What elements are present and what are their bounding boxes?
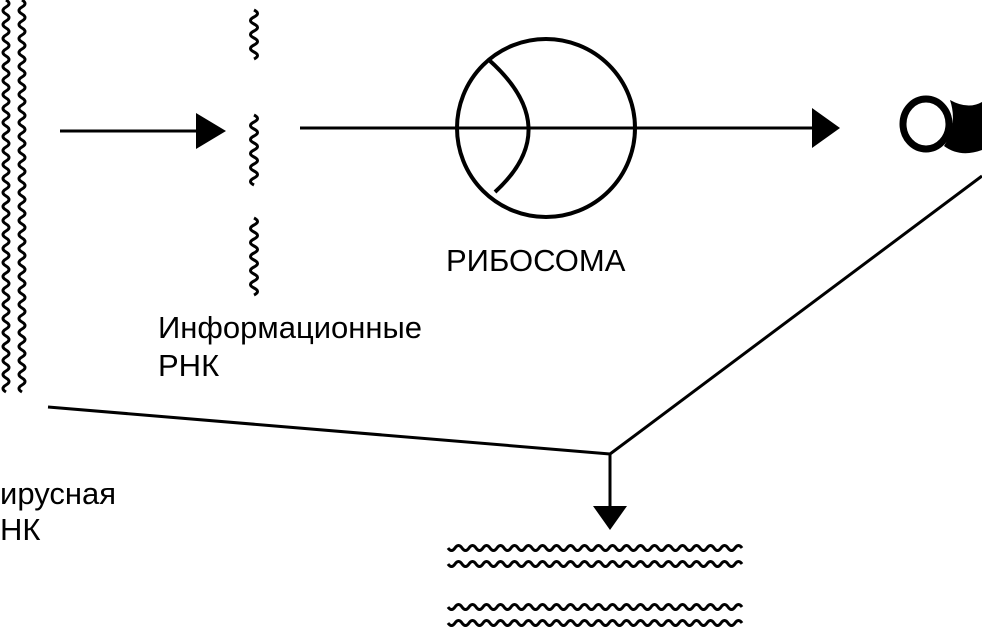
line-from-viral-rna [47,405,611,456]
mrna-segment-middle [249,113,259,187]
mrna-label-line1: Информационные [158,310,422,345]
arrow-viral-to-mrna [60,113,226,149]
viral-rna-label-line2: НК [0,512,40,547]
viral-rna-strands [1,0,27,394]
new-rna-strand-4 [446,619,744,627]
new-rna-strand-3 [446,603,744,611]
ribosome-outer-circle [455,37,637,219]
assembly-lines [47,174,982,530]
ribosome-label: РИБОСОМА [446,243,626,278]
arrow-through-ribosome [300,108,840,148]
ribosome-inner-arc [487,58,531,194]
new-rna-strand-2 [446,560,744,568]
protein-ring [899,95,953,153]
mrna-segment-bottom [249,216,259,297]
viral-rna-strand-right [17,0,27,394]
mrna-segment-top [249,8,259,61]
viral-rna-strand-left [1,0,11,394]
line-from-protein [609,174,982,456]
protein-subunits [899,95,982,154]
arrow-head-down [593,506,627,530]
new-rna-strand-1 [446,544,744,552]
viral-rna-label-line1: ирусная [0,476,116,511]
new-viral-rna [446,544,744,627]
mrna-label-line2: РНК [158,348,219,383]
protein-blob [944,100,982,154]
ribosome [455,37,637,219]
mrna-segments [249,8,259,297]
